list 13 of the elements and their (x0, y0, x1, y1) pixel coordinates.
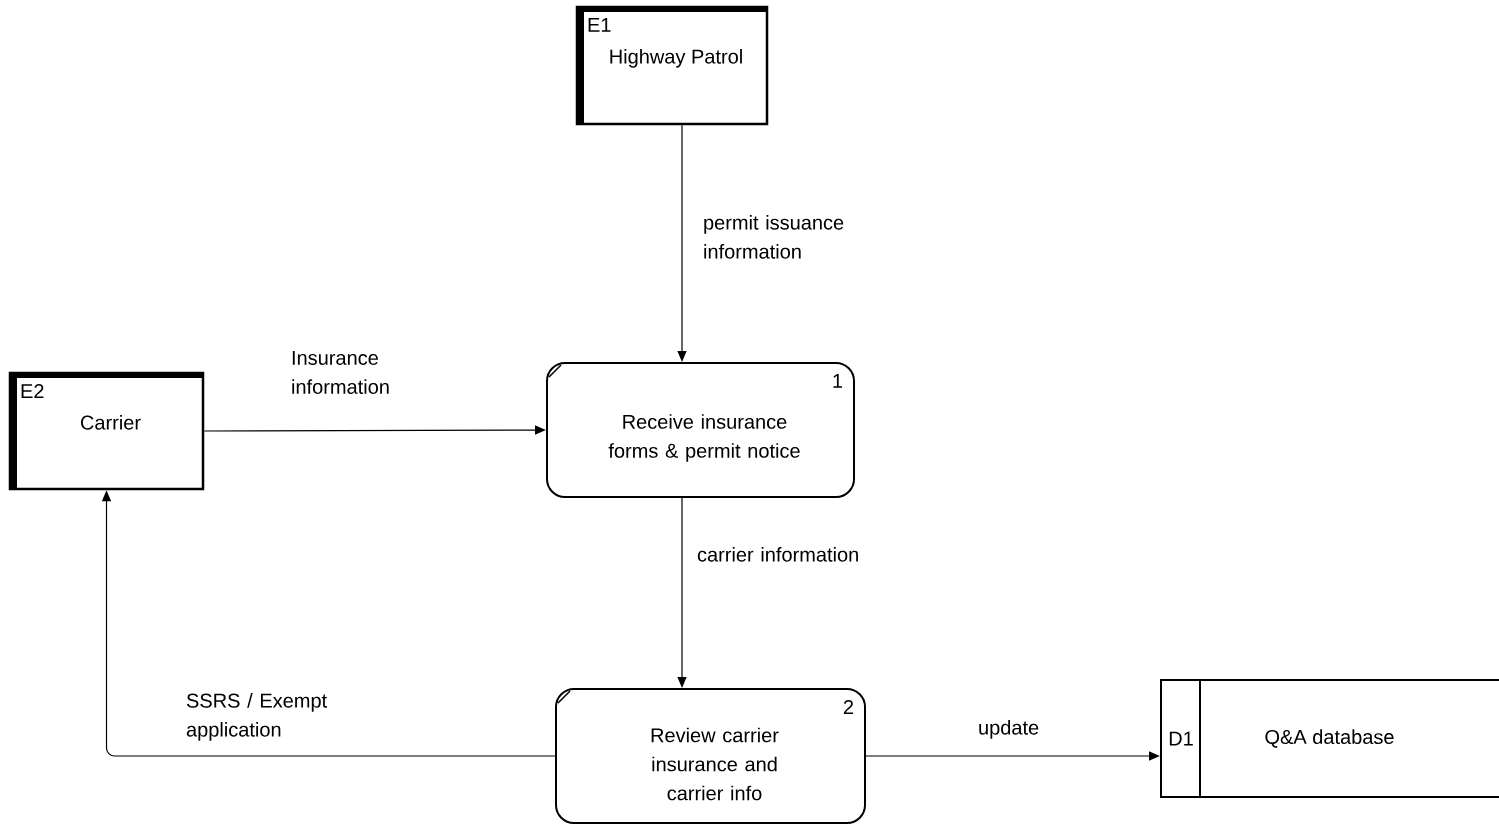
edge-label: carrier information (697, 547, 858, 562)
process-box: 1 Receive insurance forms & permit notice (546, 362, 855, 498)
arrow (677, 497, 687, 688)
edge-label: update (979, 720, 1039, 739)
arrow (865, 751, 1160, 761)
entity-box: E2 Carrier (8, 371, 205, 491)
edge-label: Insurance information (292, 351, 389, 394)
arrow (677, 124, 687, 362)
process-box: 2 Review carrier insurance and carrier info (555, 688, 866, 824)
edge-label: permit issuance information (704, 215, 844, 259)
edge-label: SSRS / Exempt application (186, 693, 327, 741)
data-store: D1 Q&A database (1160, 679, 1499, 798)
entity-box: E1 Highway Patrol (575, 5, 769, 126)
